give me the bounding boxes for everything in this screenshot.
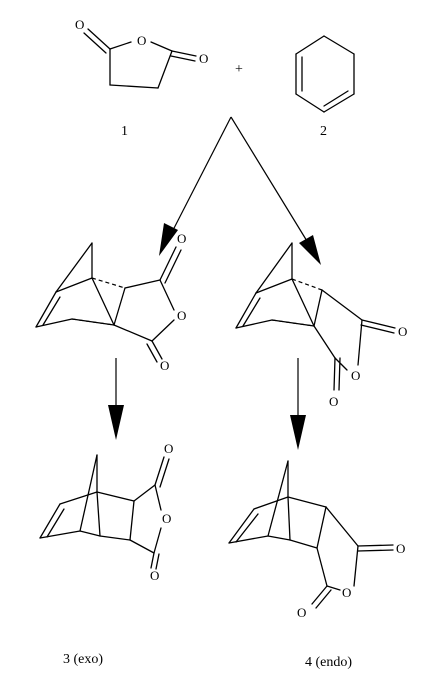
compound-2-structure bbox=[295, 35, 355, 113]
product-4-endo-label: 4 (endo) bbox=[305, 655, 352, 670]
oxygen-atom-label: O bbox=[199, 51, 208, 66]
exo-transition-state-structure: O O O bbox=[35, 231, 186, 373]
oxygen-atom-label: O bbox=[342, 585, 351, 600]
compound-1-label: 1 bbox=[121, 124, 128, 139]
oxygen-atom-label: O bbox=[137, 33, 146, 48]
oxygen-atom-label: O bbox=[329, 394, 338, 409]
plus-sign: + bbox=[235, 62, 243, 77]
compound-1-structure: O O O bbox=[75, 17, 208, 89]
compound-2-label: 2 bbox=[320, 124, 327, 139]
oxygen-atom-label: O bbox=[160, 358, 169, 373]
oxygen-atom-label: O bbox=[177, 231, 186, 246]
oxygen-atom-label: O bbox=[162, 511, 171, 526]
oxygen-atom-label: O bbox=[351, 368, 360, 383]
oxygen-atom-label: O bbox=[297, 605, 306, 620]
oxygen-atom-label: O bbox=[150, 568, 159, 583]
endo-transition-state-structure: O O O bbox=[235, 242, 407, 409]
reaction-arrow-exo bbox=[159, 116, 232, 256]
arrow-to-exo-product bbox=[108, 358, 124, 440]
reaction-arrow-endo bbox=[230, 116, 321, 265]
oxygen-atom-label: O bbox=[398, 324, 407, 339]
oxygen-atom-label: O bbox=[164, 441, 173, 456]
product-4-endo-structure: O O O bbox=[228, 460, 405, 620]
oxygen-atom-label: O bbox=[177, 308, 186, 323]
product-3-exo-label: 3 (exo) bbox=[63, 652, 103, 667]
product-3-exo-structure: O O O bbox=[39, 441, 173, 583]
arrow-to-endo-product bbox=[290, 358, 306, 450]
oxygen-atom-label: O bbox=[75, 17, 84, 32]
oxygen-atom-label: O bbox=[396, 541, 405, 556]
